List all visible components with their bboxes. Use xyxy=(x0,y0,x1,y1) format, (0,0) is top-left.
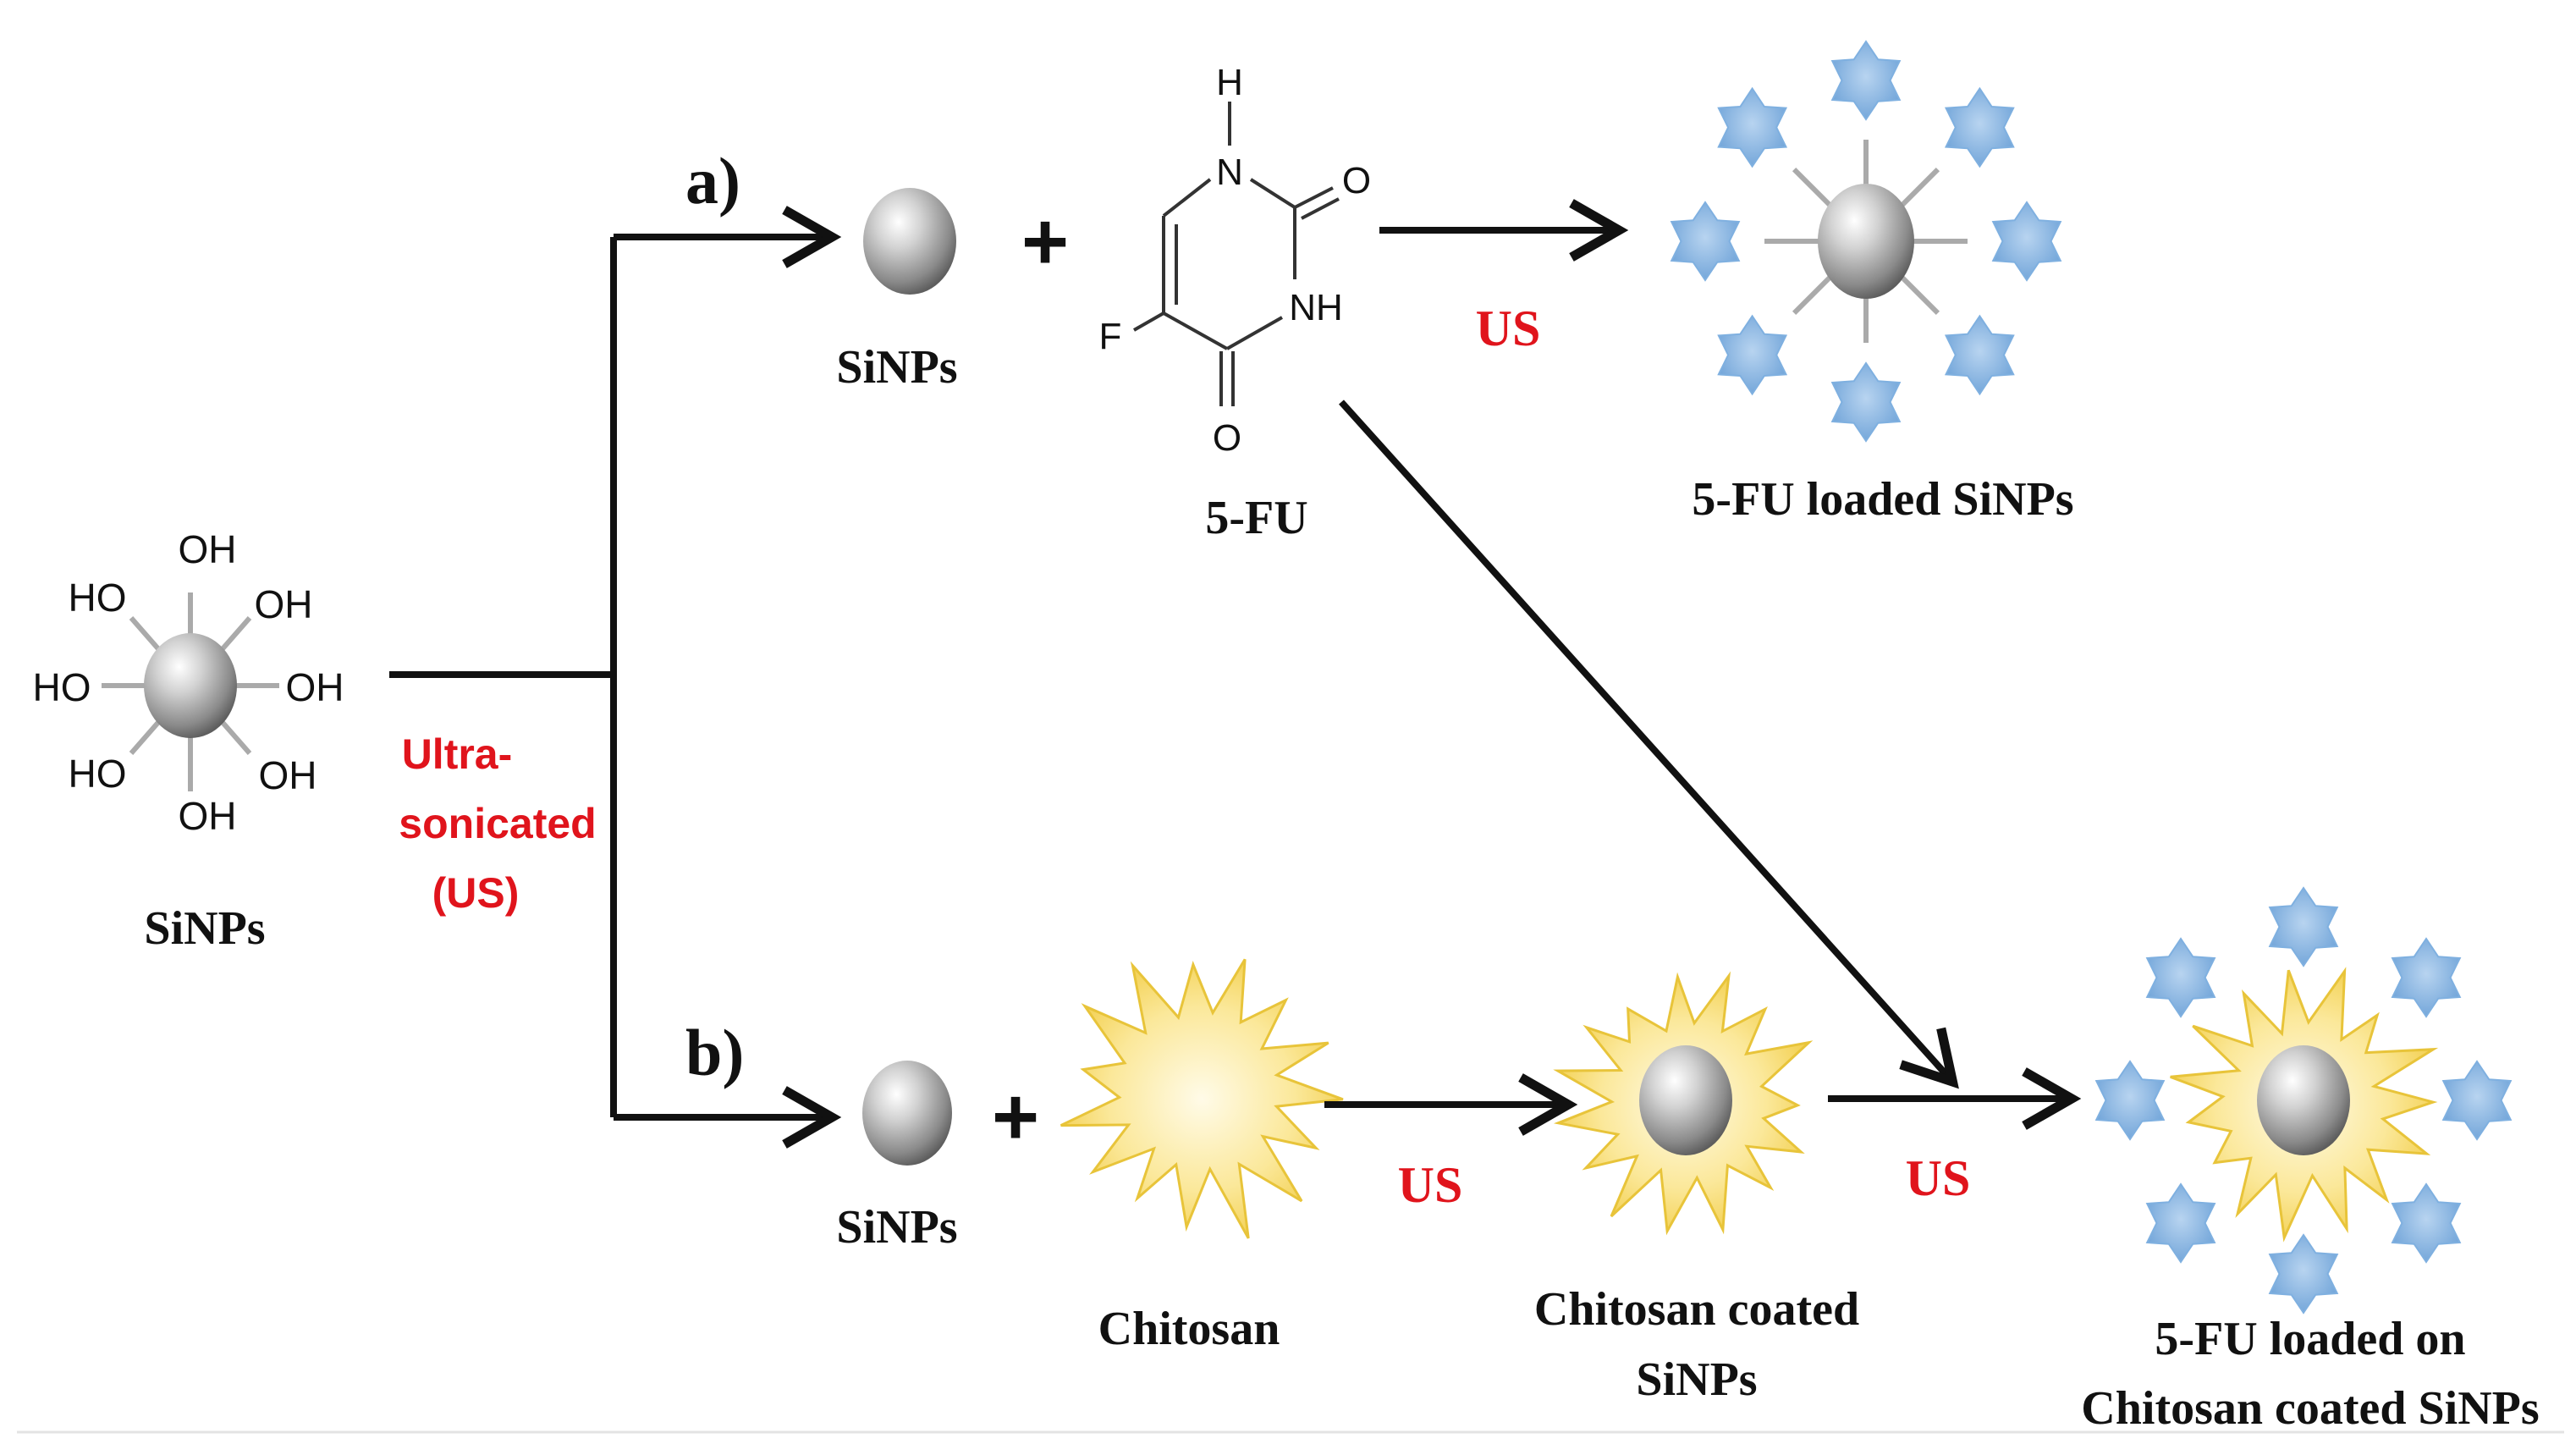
chitosan-label: Chitosan xyxy=(1098,1303,1280,1355)
route-b-plus: + xyxy=(992,1072,1039,1162)
drug-star-a-6 xyxy=(1670,201,1741,282)
drug-star-b-7 xyxy=(2145,937,2216,1018)
hydroxyl-right: OH xyxy=(286,665,344,709)
final-label-line2: Chitosan coated SiNPs xyxy=(2081,1382,2539,1435)
fluorouracil-structure: H N O NH O F xyxy=(1099,62,1372,459)
fu-loaded-chitosan-sinps xyxy=(2094,886,2513,1314)
route-a-plus: + xyxy=(1021,196,1069,287)
hydroxyl-lower-right: OH xyxy=(259,753,317,797)
drug-star-a-4 xyxy=(1830,361,1902,443)
drug-star-b-1 xyxy=(2391,937,2462,1018)
atom-f: F xyxy=(1099,316,1122,357)
drug-star-b-2 xyxy=(2441,1060,2513,1141)
route-b-us2-label: US xyxy=(1906,1150,1971,1206)
hydroxylated-sinp: OH HO OH HO OH HO OH OH SiNPs xyxy=(33,527,344,955)
route-b-sinp xyxy=(862,1061,952,1166)
atom-h: H xyxy=(1216,62,1243,103)
hydroxyl-upper-right: OH xyxy=(255,582,313,626)
intermediate-label-line2: SiNPs xyxy=(1636,1353,1757,1406)
final-label-line1: 5-FU loaded on xyxy=(2155,1313,2465,1365)
hydroxyl-left: HO xyxy=(33,665,91,709)
process-line-3: (US) xyxy=(432,869,520,917)
drug-star-b-3 xyxy=(2391,1182,2462,1264)
route-a-us-label: US xyxy=(1476,300,1541,356)
route-b-us1-label: US xyxy=(1398,1157,1463,1213)
diagonal-arrow xyxy=(1339,400,1959,1089)
atom-n1: N xyxy=(1216,152,1243,193)
drug-star-a-0 xyxy=(1830,40,1902,121)
drug-star-a-2 xyxy=(1991,201,2062,282)
intermediate-label-line1: Chitosan coated xyxy=(1534,1283,1859,1336)
hydroxyl-top: OH xyxy=(179,527,237,571)
final-sinp-core xyxy=(2257,1045,2350,1155)
step-b-label: b) xyxy=(685,1016,744,1089)
hydroxyl-lower-left: HO xyxy=(69,752,127,796)
atom-nh: NH xyxy=(1289,287,1343,328)
drug-star-b-4 xyxy=(2268,1233,2339,1314)
chitosan-coated-sinps xyxy=(1553,971,1814,1236)
drug-star-b-5 xyxy=(2145,1182,2216,1264)
step-a-label: a) xyxy=(685,144,740,218)
coated-sinp-core xyxy=(1639,1045,1732,1155)
process-line-1: Ultra- xyxy=(402,730,513,778)
atom-o2: O xyxy=(1213,417,1241,459)
silica-nanoparticle xyxy=(144,633,237,738)
drug-star-b-0 xyxy=(2268,886,2339,967)
drug-label: 5-FU xyxy=(1205,492,1307,544)
route-a-sinp xyxy=(863,188,956,295)
loaded-sinp-core xyxy=(1818,184,1914,299)
process-line-2: sonicated xyxy=(399,800,596,847)
route-a-product-label: 5-FU loaded SiNPs xyxy=(1692,473,2073,526)
hydroxyl-upper-left: HO xyxy=(69,576,127,620)
drug-star-a-5 xyxy=(1717,314,1788,396)
route-b: b) SiNPs + Chitosan US Chitosan coated S… xyxy=(685,886,2540,1435)
start-label: SiNPs xyxy=(144,902,265,955)
branch-connector xyxy=(389,206,842,1149)
drug-star-a-1 xyxy=(1944,86,2015,168)
hydroxyl-bottom: OH xyxy=(179,794,237,838)
drug-star-a-7 xyxy=(1717,86,1788,168)
drug-star-b-6 xyxy=(2094,1060,2166,1141)
fu-loaded-sinps xyxy=(1670,40,2062,443)
route-b-sinp-label: SiNPs xyxy=(836,1201,957,1254)
route-a: a) SiNPs + H N O NH O F 5-FU U xyxy=(685,40,2074,1089)
atom-o1: O xyxy=(1342,160,1371,201)
chitosan-burst xyxy=(1060,958,1344,1239)
ultrasonication-label: Ultra- sonicated (US) xyxy=(399,730,596,917)
route-a-sinp-label: SiNPs xyxy=(836,341,957,394)
drug-star-a-3 xyxy=(1944,314,2015,396)
